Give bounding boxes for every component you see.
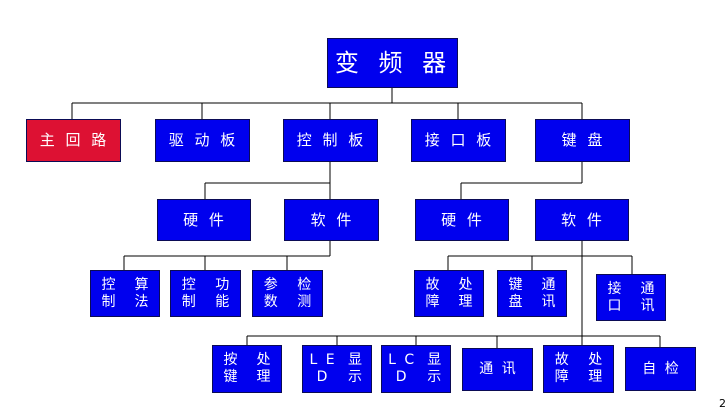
node-interface-communication-line2: 通 讯 <box>640 280 657 314</box>
node-self-test: 自 检 <box>625 347 696 391</box>
node-communication: 通 讯 <box>462 348 533 391</box>
node-lcd-display-line1: L C D <box>388 352 417 385</box>
node-parameter-detection: 参 数 检 测 <box>252 270 323 317</box>
node-control-software: 软 件 <box>284 199 379 241</box>
node-led-display-line2: 显 示 <box>348 352 365 385</box>
node-key-processing-line2: 处 理 <box>256 352 273 385</box>
node-keyboard-communication: 键 盘 通 讯 <box>497 270 567 317</box>
stray-mark: 2 <box>719 397 726 410</box>
node-control-hardware: 硬 件 <box>157 199 251 241</box>
node-parameter-detection-line1: 参 数 <box>263 276 280 310</box>
node-led-display-line1: L E D <box>309 352 337 385</box>
node-parameter-detection-line2: 检 测 <box>297 276 314 310</box>
node-drive-board: 驱 动 板 <box>155 119 250 162</box>
node-keyboard-communication-line1: 键 盘 <box>508 276 525 310</box>
node-lcd-display: L C D 显 示 <box>381 345 451 393</box>
node-led-display: L E D 显 示 <box>302 345 372 393</box>
node-control-function-line1: 控 制 <box>181 276 198 310</box>
node-keyboard-communication-line2: 通 讯 <box>541 276 558 310</box>
node-keyboard-hardware: 硬 件 <box>415 199 509 241</box>
node-lcd-display-line2: 显 示 <box>427 352 444 385</box>
node-fault-handling-1-line1: 故 障 <box>425 276 442 310</box>
node-control-algorithm-line2: 算 法 <box>134 276 151 310</box>
node-key-processing: 按 键 处 理 <box>212 345 282 393</box>
node-control-function-line2: 功 能 <box>215 276 232 310</box>
node-key-processing-line1: 按 键 <box>223 352 240 385</box>
node-control-board: 控 制 板 <box>283 119 378 162</box>
node-control-algorithm: 控 制 算 法 <box>90 270 160 317</box>
node-interface-communication-line1: 接 口 <box>607 280 624 314</box>
node-keyboard-software: 软 件 <box>535 199 629 241</box>
node-frequency-converter: 变 频 器 <box>327 38 458 88</box>
node-fault-handling-2-line2: 处 理 <box>588 352 605 385</box>
node-interface-board: 接 口 板 <box>411 119 506 162</box>
node-control-algorithm-line1: 控 制 <box>101 276 118 310</box>
node-keyboard: 键 盘 <box>535 119 630 162</box>
node-fault-handling-2: 故 障 处 理 <box>543 345 614 393</box>
node-main-circuit: 主 回 路 <box>26 119 121 162</box>
node-interface-communication: 接 口 通 讯 <box>596 274 666 321</box>
node-control-function: 控 制 功 能 <box>170 270 241 317</box>
node-fault-handling-2-line1: 故 障 <box>554 352 571 385</box>
node-fault-handling-1-line2: 处 理 <box>458 276 475 310</box>
node-fault-handling-1: 故 障 处 理 <box>414 270 484 317</box>
